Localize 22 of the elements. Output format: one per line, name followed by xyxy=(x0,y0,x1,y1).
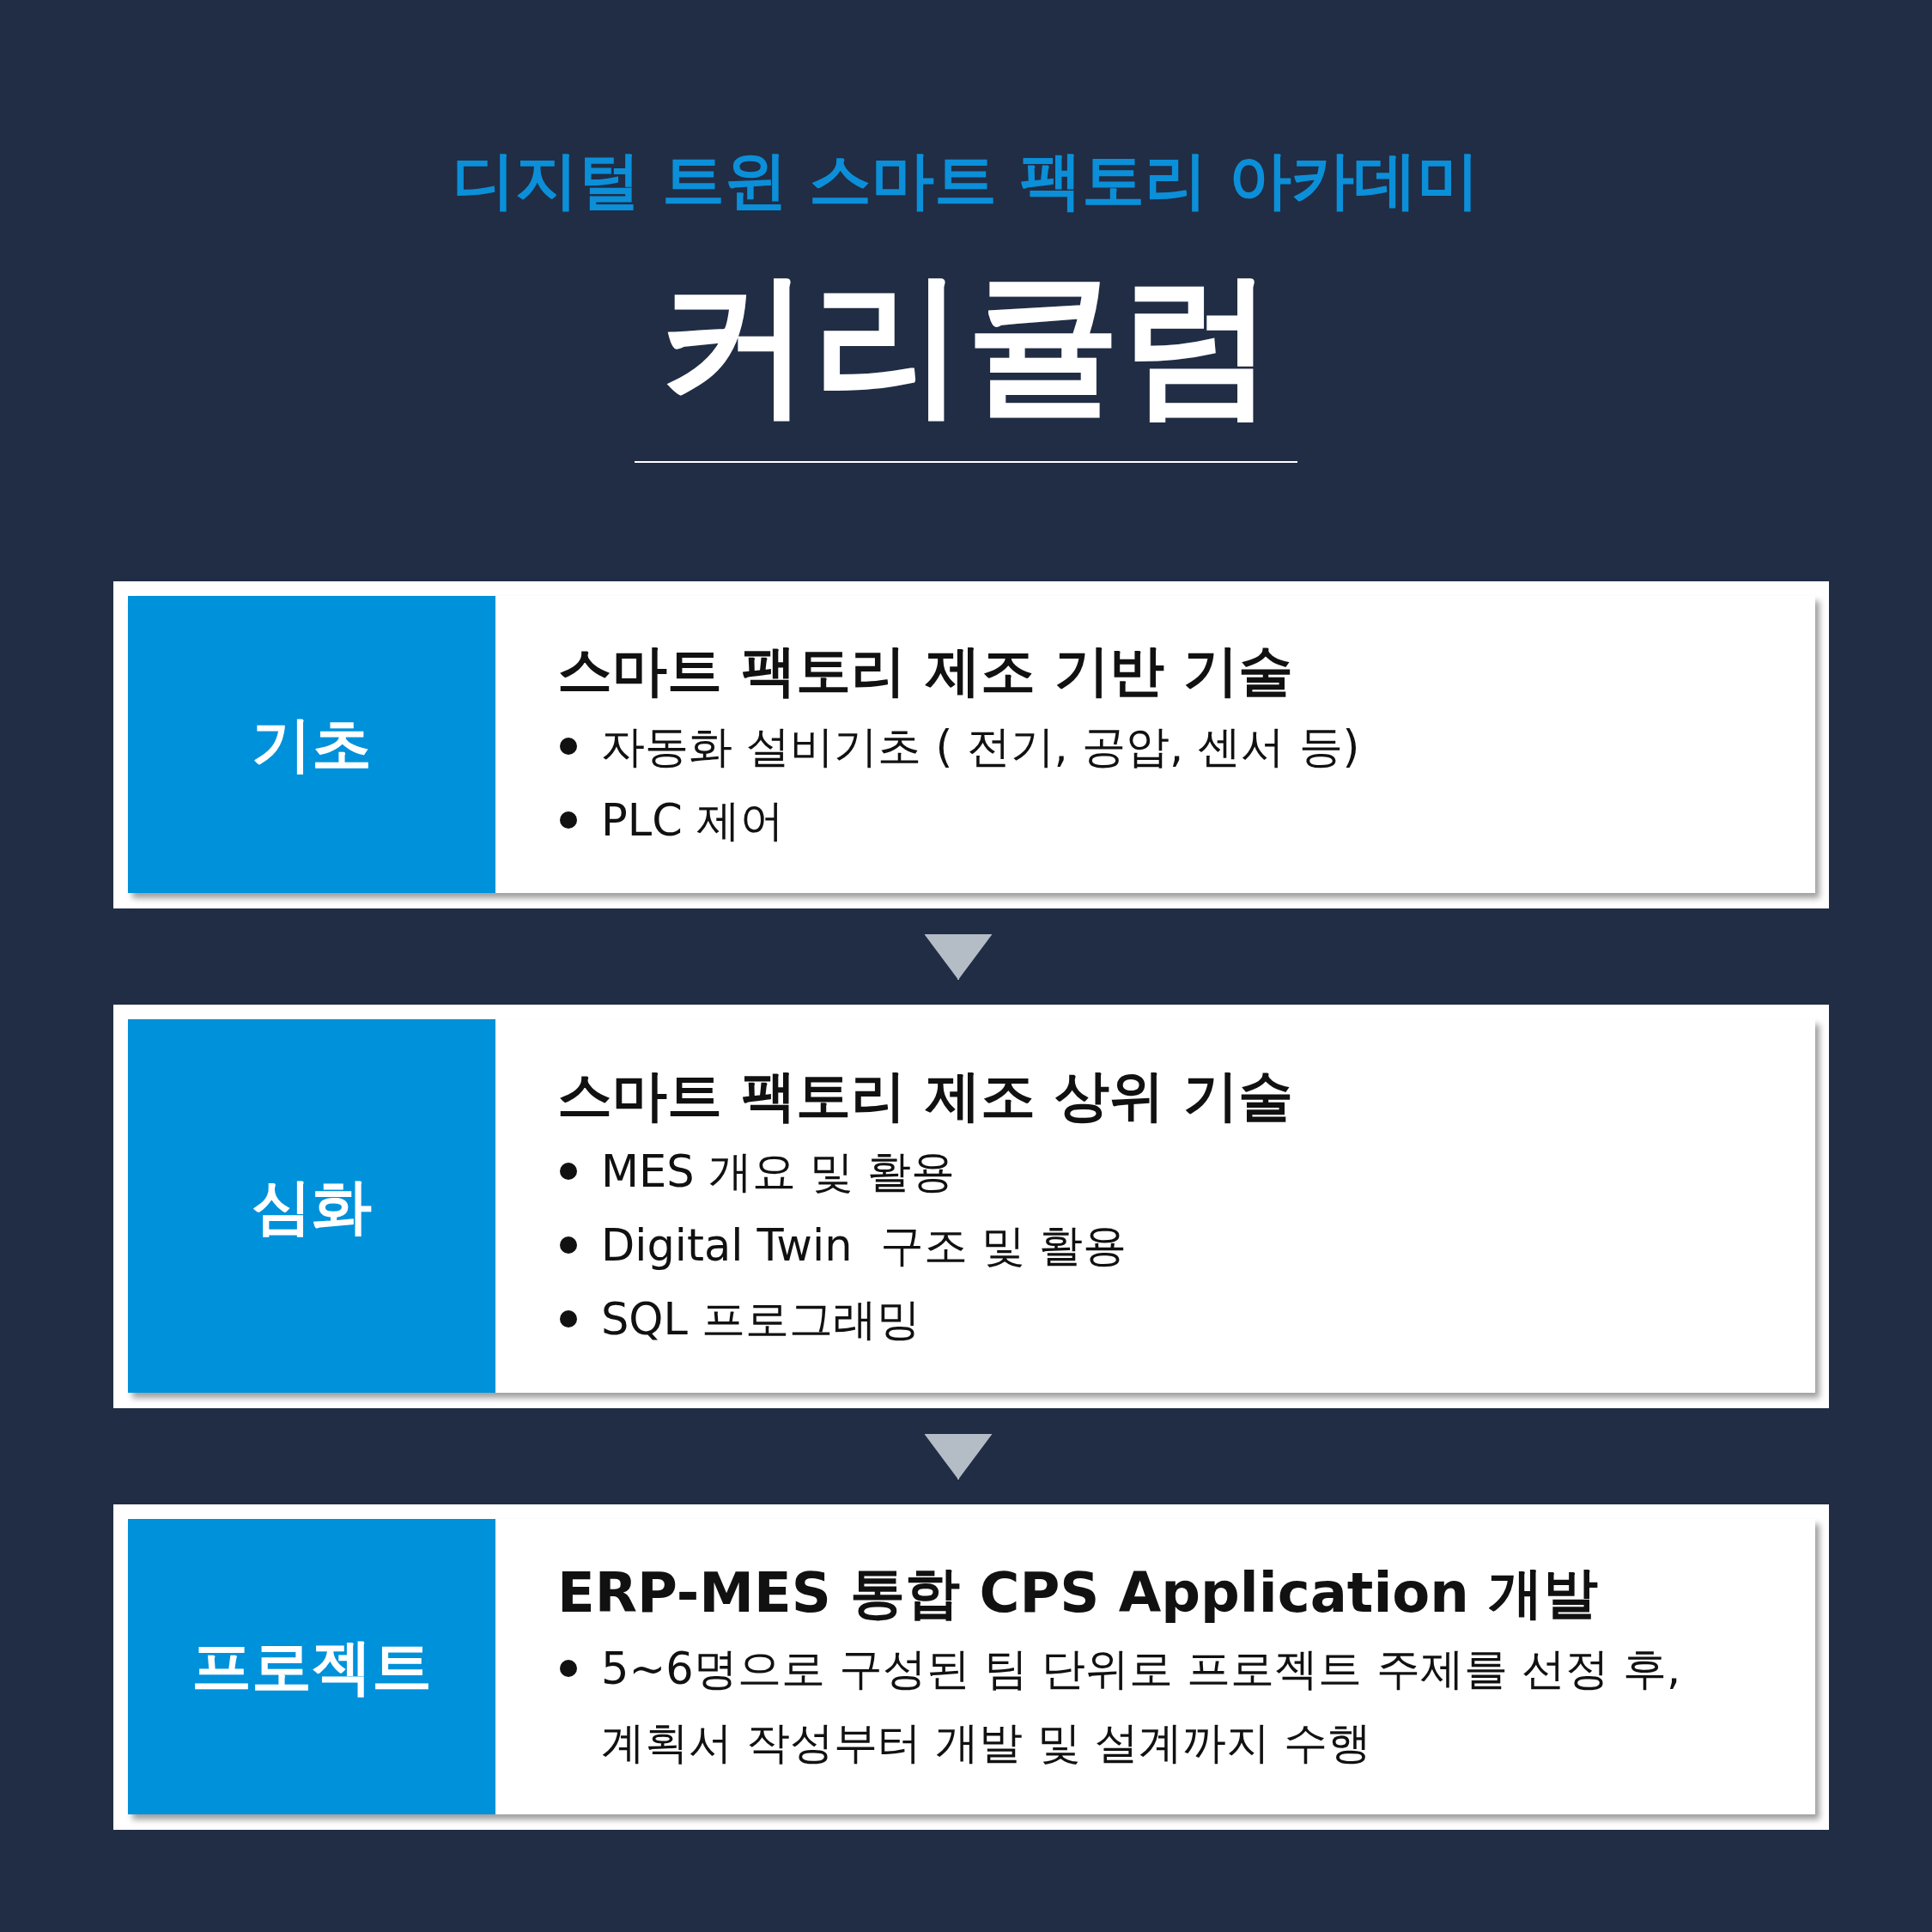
bullet-text: MES 개요 및 활용 xyxy=(601,1145,956,1199)
bullet-text: 5~6명으로 구성된 팀 단위로 프로젝트 주제를 선정 후, 계획서 작성부터 개발 및 설계까지 수행 xyxy=(601,1643,1682,1770)
stage-label: 프로젝트 xyxy=(191,1631,432,1704)
bullet-text: PLC 제어 xyxy=(601,794,784,848)
card-heading: ERP-MES 통합 CPS Application 개발 xyxy=(557,1560,1599,1626)
curriculum-card xyxy=(113,1504,1829,1830)
stage-label: 심화 xyxy=(252,1170,372,1243)
main-title: 커리큘럼 xyxy=(656,258,1276,429)
stage-panel xyxy=(128,1519,495,1814)
card-heading: 스마트 팩토리 제조 상위 기술 xyxy=(557,1062,1294,1129)
subtitle: 디지털 트윈 스마트 팩토리 아카데미 xyxy=(451,143,1481,218)
down-arrow xyxy=(924,933,993,981)
bullet-text: 자동화 설비기초 ( 전기, 공압, 센서 등) xyxy=(601,720,1360,774)
curriculum-card xyxy=(113,1005,1829,1408)
stage-panel xyxy=(128,596,495,893)
bullet-text: Digital Twin 구조 및 활용 xyxy=(601,1218,1127,1273)
stage-label: 기초 xyxy=(252,708,372,781)
down-arrow xyxy=(924,1433,993,1480)
bullet-text: SQL 프로그래밍 xyxy=(601,1292,921,1346)
stage-panel xyxy=(128,1019,495,1393)
curriculum-card xyxy=(113,581,1829,908)
card-heading: 스마트 팩토리 제조 기반 기술 xyxy=(557,638,1294,704)
